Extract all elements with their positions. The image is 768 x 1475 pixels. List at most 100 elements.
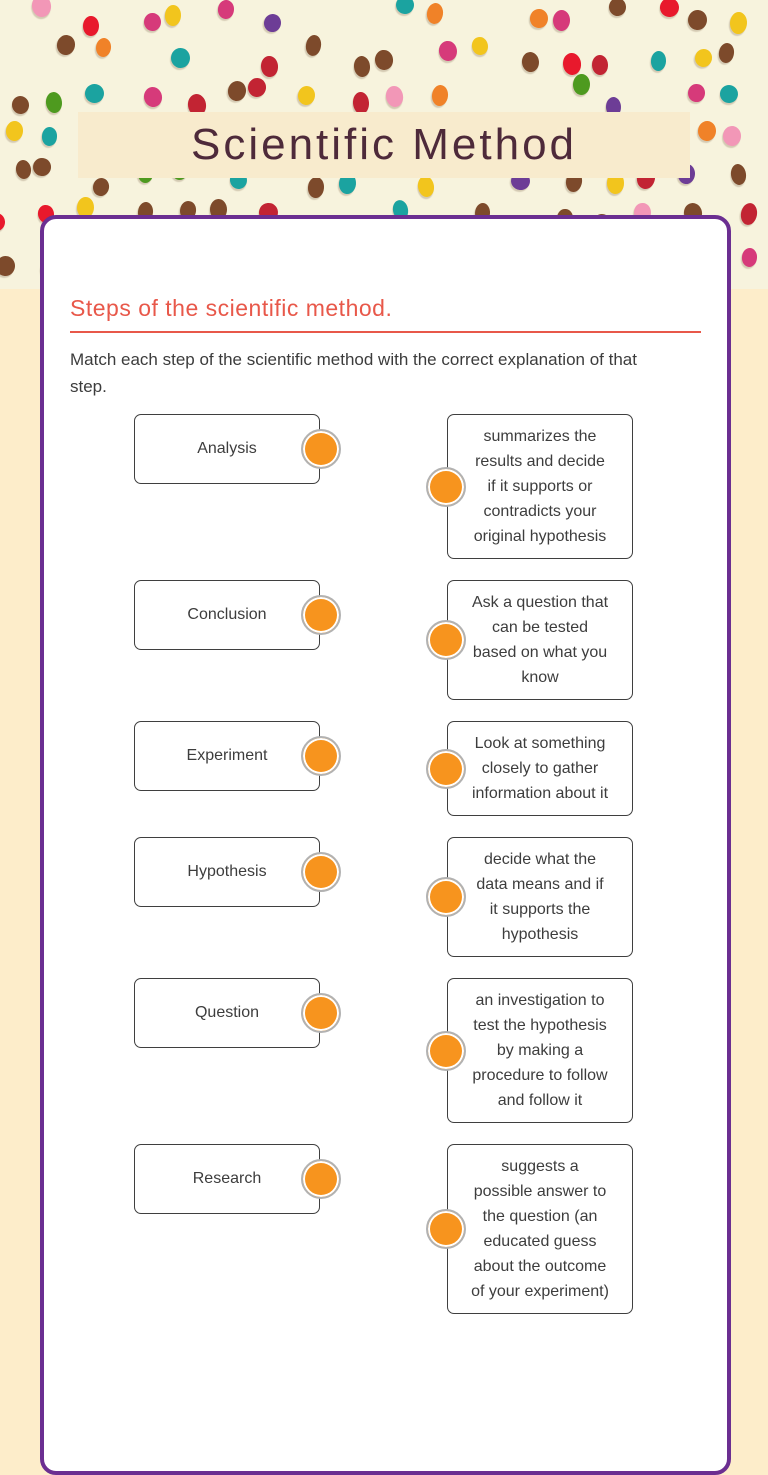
- decorative-dot: [717, 41, 736, 64]
- definition-cell: decide what the data means and if it sup…: [426, 837, 633, 957]
- definition-connector-dot[interactable]: [426, 748, 466, 789]
- decorative-dot: [352, 55, 371, 78]
- definition-box[interactable]: summarizes the results and decide if it …: [426, 414, 633, 559]
- decorative-dot: [416, 174, 436, 199]
- definition-box[interactable]: Ask a question that can be tested based …: [426, 580, 633, 700]
- term-cell: Analysis: [134, 414, 341, 484]
- definition-cell: an investigation to test the hypothesis …: [426, 978, 633, 1123]
- term-label: Research: [192, 1170, 262, 1187]
- definition-text: an investigation to test the hypothesis …: [472, 992, 608, 1109]
- term-connector-dot[interactable]: [301, 852, 341, 892]
- decorative-dot: [395, 0, 414, 15]
- definition-cell: summarizes the results and decide if it …: [426, 414, 633, 559]
- decorative-dot: [5, 120, 25, 141]
- definition-text: suggests a possible answer to the questi…: [471, 1158, 609, 1300]
- match-row: Research suggests a possible answer to t…: [70, 1144, 701, 1314]
- match-row: Hypothesis decide what the data means an…: [70, 837, 701, 957]
- page-title: Scientific Method: [190, 120, 578, 169]
- term-box[interactable]: Analysis: [134, 414, 341, 484]
- definition-connector-dot[interactable]: [426, 1209, 466, 1249]
- term-label: Experiment: [186, 747, 268, 764]
- decorative-dot: [686, 8, 708, 31]
- decorative-dot: [41, 126, 58, 146]
- decorative-dot: [170, 47, 190, 68]
- term-connector-dot[interactable]: [301, 993, 341, 1033]
- term-connector-dot[interactable]: [301, 595, 341, 635]
- term-box[interactable]: Question: [134, 978, 341, 1048]
- decorative-dot: [374, 49, 394, 71]
- decorative-dot: [84, 83, 105, 104]
- definition-box[interactable]: an investigation to test the hypothesis …: [426, 978, 633, 1123]
- decorative-dot: [718, 83, 740, 105]
- definition-text: decide what the data means and if it sup…: [476, 851, 604, 943]
- decorative-dot: [693, 48, 714, 70]
- definition-connector-dot[interactable]: [426, 1030, 466, 1071]
- decorative-dot: [262, 12, 283, 34]
- definition-cell: suggests a possible answer to the questi…: [426, 1144, 633, 1314]
- decorative-dot: [307, 176, 325, 199]
- decorative-dot: [31, 156, 53, 178]
- definition-text: summarizes the results and decide if it …: [473, 428, 607, 545]
- term-connector-dot[interactable]: [301, 736, 341, 776]
- decorative-dot: [738, 201, 759, 227]
- match-row: Experiment Look at something closely to …: [70, 721, 701, 816]
- decorative-dot: [14, 159, 33, 181]
- decorative-dot: [659, 0, 681, 19]
- term-box[interactable]: Research: [134, 1144, 341, 1214]
- term-label: Hypothesis: [187, 863, 267, 880]
- decorative-dot: [142, 85, 165, 109]
- definition-connector-dot[interactable]: [426, 466, 466, 507]
- term-box[interactable]: Hypothesis: [134, 837, 341, 907]
- decorative-dot: [650, 50, 667, 72]
- term-box[interactable]: Conclusion: [134, 580, 341, 650]
- decorative-dot: [729, 11, 748, 35]
- definition-box[interactable]: decide what the data means and if it sup…: [426, 837, 633, 957]
- instruction-text: Match each step of the scientific method…: [70, 350, 637, 396]
- decorative-dot: [608, 0, 627, 17]
- decorative-dot: [383, 85, 404, 109]
- decorative-dot: [10, 95, 31, 116]
- decorative-dot: [529, 8, 549, 29]
- match-row: Conclusion Ask a question that can be te…: [70, 580, 701, 700]
- section-heading: Steps of the scientific method.: [70, 295, 393, 321]
- decorative-dot: [572, 73, 591, 96]
- definition-box[interactable]: suggests a possible answer to the questi…: [426, 1144, 633, 1314]
- decorative-dot: [304, 33, 323, 57]
- decorative-dot: [296, 85, 316, 107]
- term-label: Conclusion: [187, 606, 267, 623]
- match-row: Question an investigation to test the hy…: [70, 978, 701, 1123]
- decorative-dot: [226, 79, 249, 103]
- definition-cell: Ask a question that can be tested based …: [426, 580, 633, 700]
- term-connector-dot[interactable]: [301, 429, 341, 469]
- decorative-dot: [431, 84, 450, 107]
- term-box[interactable]: Experiment: [134, 721, 341, 791]
- decorative-dot: [217, 0, 235, 20]
- decorative-dot: [697, 120, 717, 143]
- term-label: Question: [194, 1004, 260, 1021]
- term-cell: Experiment: [134, 721, 341, 791]
- definition-connector-dot[interactable]: [426, 877, 466, 917]
- decorative-dot: [425, 2, 445, 26]
- worksheet-card: Steps of the scientific method. Match ea…: [40, 215, 731, 1475]
- decorative-dot: [55, 33, 77, 57]
- decorative-dot: [30, 0, 53, 18]
- term-connector-dot[interactable]: [301, 1159, 341, 1199]
- definition-connector-dot[interactable]: [426, 620, 466, 660]
- matching-exercise: Analysis summarizes the results and deci…: [70, 414, 701, 1314]
- definition-cell: Look at something closely to gather info…: [426, 721, 633, 816]
- definition-text: Ask a question that can be tested based …: [471, 594, 609, 686]
- decorative-dot: [729, 163, 748, 187]
- title-banner: Scientific Method: [78, 112, 690, 178]
- decorative-dot: [562, 51, 582, 76]
- decorative-dot: [552, 10, 571, 33]
- decorative-dot: [90, 176, 111, 198]
- decorative-dot: [82, 15, 99, 37]
- decorative-dot: [520, 50, 541, 73]
- decorative-dot: [0, 254, 16, 277]
- definition-box[interactable]: Look at something closely to gather info…: [426, 721, 633, 816]
- decorative-dot: [437, 39, 459, 63]
- term-cell: Conclusion: [134, 580, 341, 650]
- decorative-dot: [165, 5, 182, 27]
- match-row: Analysis summarizes the results and deci…: [70, 414, 701, 559]
